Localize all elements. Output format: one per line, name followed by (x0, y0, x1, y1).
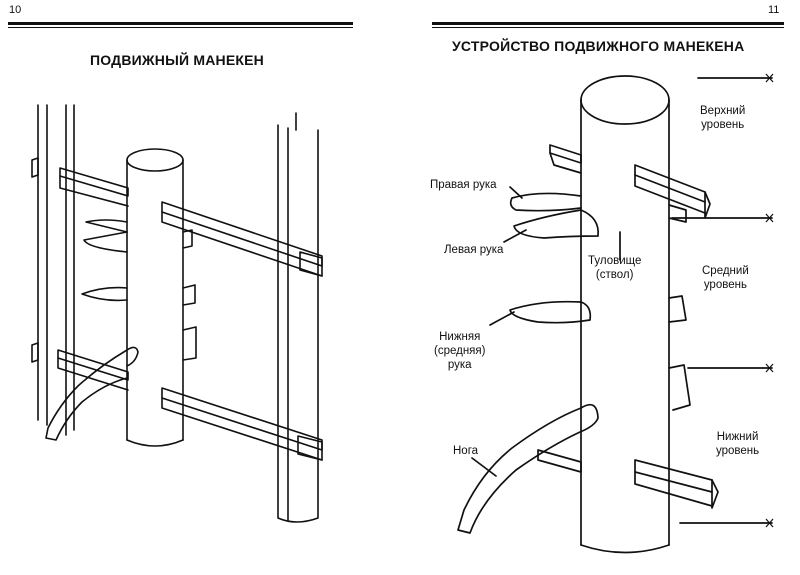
label-lower-level: Нижний уровень (716, 430, 759, 458)
label-middle-level-line1: Средний (702, 265, 749, 277)
label-lower-arm: Нижняя (средняя) рука (434, 330, 485, 372)
left-header-rule-thin (8, 27, 353, 28)
label-middle-level: Средний уровень (702, 264, 749, 292)
label-lower-arm-line2: (средняя) (434, 345, 486, 357)
dummy-structure-diagram (420, 0, 800, 575)
label-upper-level-line1: Верхний (700, 105, 746, 117)
label-middle-level-line2: уровень (703, 279, 747, 291)
label-lower-arm-line3: рука (447, 359, 472, 371)
right-page-number: 11 (768, 4, 780, 16)
label-lower-level-line2: уровень (716, 445, 760, 457)
label-right-arm: Правая рука (430, 179, 497, 191)
label-torso-line1: Туловище (588, 255, 642, 267)
left-page-title: ПОДВИЖНЫЙ МАНЕКЕН (90, 52, 264, 68)
right-header-rule-thick (432, 22, 784, 25)
label-torso: Туловище (ствол) (588, 254, 641, 282)
right-page: 11 УСТРОЙСТВО ПОДВИЖНОГО МАНЕКЕНА (420, 0, 800, 575)
label-upper-level: Верхний уровень (700, 104, 745, 132)
dummy-illustration-left (0, 0, 395, 575)
label-left-arm: Левая рука (444, 244, 504, 256)
right-page-title: УСТРОЙСТВО ПОДВИЖНОГО МАНЕКЕНА (452, 38, 745, 54)
label-torso-line2: (ствол) (595, 269, 634, 281)
left-page: 10 ПОДВИЖНЫЙ МАНЕКЕН (0, 0, 395, 575)
label-lower-arm-line1: Нижняя (439, 331, 481, 343)
label-lower-level-line1: Нижний (716, 431, 759, 443)
label-upper-level-line2: уровень (701, 119, 745, 131)
label-leg: Нога (453, 445, 479, 457)
right-header-rule-thin (432, 27, 784, 28)
left-header-rule-thick (8, 22, 353, 25)
left-page-number: 10 (9, 4, 22, 16)
